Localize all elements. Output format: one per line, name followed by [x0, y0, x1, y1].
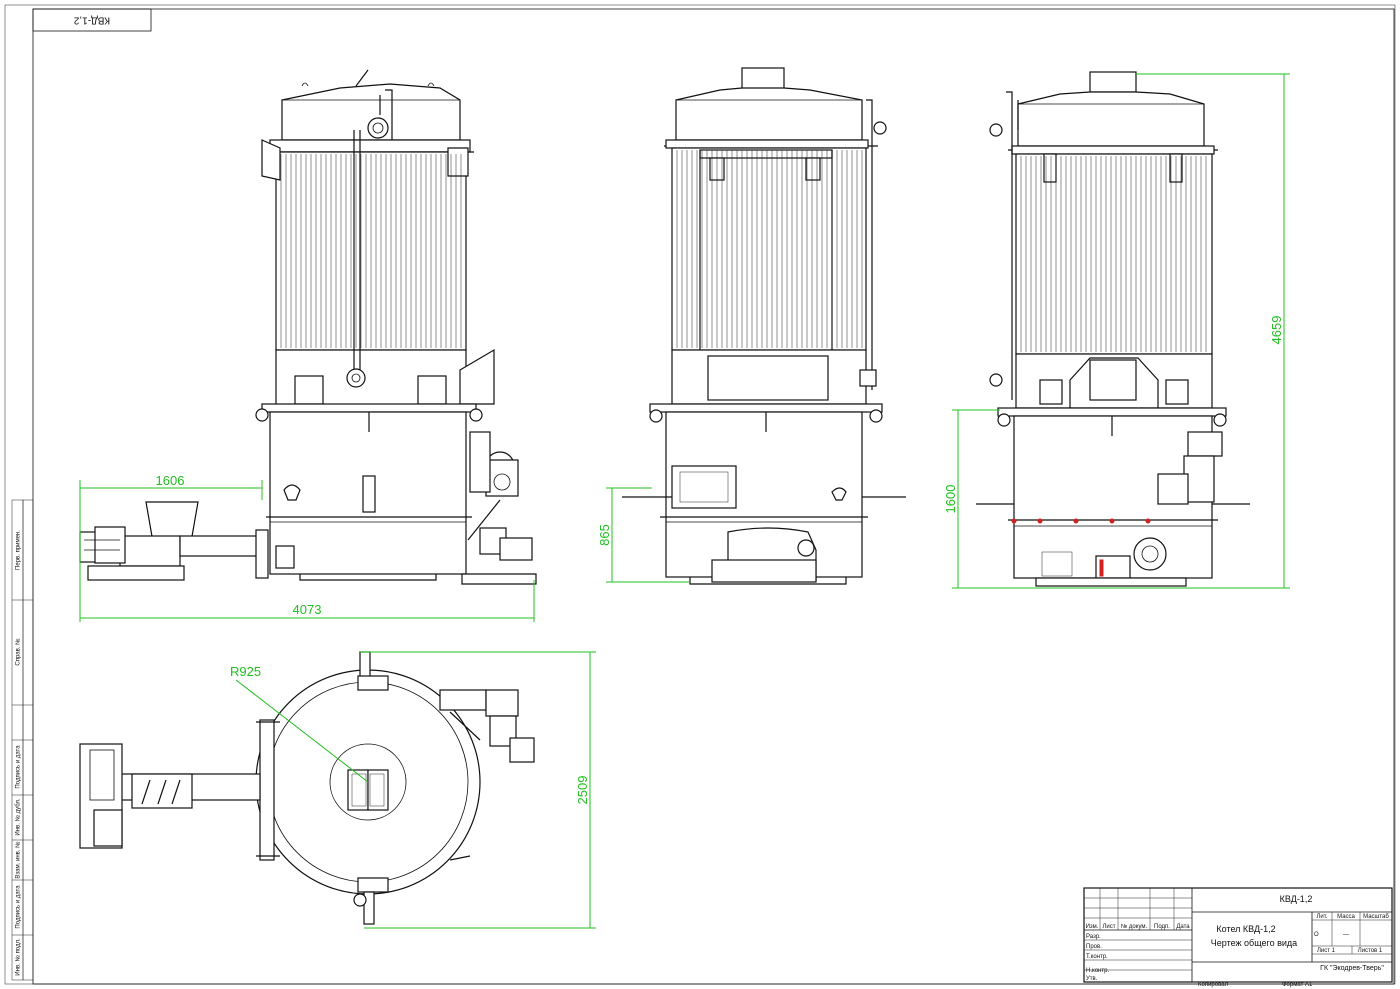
col-doc: № докум.	[1121, 923, 1148, 930]
corner-stamp-box	[32, 8, 152, 32]
title-name-1: Котел КВД-1,2	[1216, 924, 1275, 934]
right-dimensions: 1600 4659	[943, 73, 1290, 589]
corner-stamp: КВД-1,2	[73, 14, 110, 25]
side-label-3: Подпись и дата	[16, 745, 22, 789]
label-sheet: Лист 1	[1317, 948, 1336, 954]
side-view	[622, 67, 906, 585]
col-list: Лист	[1102, 924, 1115, 930]
plan-view	[79, 651, 535, 925]
side-strip: Перв. примен. Справ. № Подпись и дата Ин…	[11, 499, 34, 981]
dim-front-screw: 1606	[156, 473, 185, 488]
side-label-6: Подпись и дата	[16, 885, 22, 929]
label-scale: Масштаб	[1363, 914, 1389, 920]
row-razr: Разр.	[1086, 934, 1101, 940]
label-lit: Лит.	[1316, 914, 1327, 920]
front-dimensions: 1606 4073	[79, 473, 535, 622]
col-date: Дата	[1176, 924, 1190, 930]
mark-o: О	[1314, 932, 1319, 938]
side-label-4: Инв. № дубл.	[15, 798, 22, 835]
dim-plan-width: 2509	[575, 776, 590, 805]
side-label-2: Справ. №	[15, 638, 22, 665]
row-nkontr: Н.контр.	[1086, 968, 1109, 974]
row-utv: Утв.	[1086, 976, 1098, 982]
side-dimensions: 865	[597, 487, 690, 583]
dim-side-burner: 865	[597, 524, 612, 546]
side-label-7: Инв. № подл.	[15, 938, 22, 976]
dim-right-total: 4659	[1269, 316, 1284, 345]
title-designation: КВД-1,2	[1280, 894, 1313, 904]
title-name-2: Чертеж общего вида	[1211, 938, 1297, 948]
scale-value: —	[1343, 932, 1349, 938]
row-tkontr: Т.контр.	[1086, 954, 1108, 960]
format-label: Формат А1	[1282, 982, 1313, 988]
dim-right-base: 1600	[943, 485, 958, 514]
col-sign: Подп.	[1154, 924, 1170, 930]
label-mass: Масса	[1337, 914, 1355, 920]
right-view	[976, 71, 1250, 587]
side-label-5: Взам. инв. №	[15, 841, 22, 878]
dim-plan-radius: R925	[230, 664, 261, 679]
side-label-1: Перв. примен.	[16, 530, 22, 570]
row-prov: Пров.	[1086, 944, 1102, 950]
drawing-frame	[32, 8, 1395, 985]
title-block: КВД-1,2 Котел КВД-1,2 Чертеж общего вида…	[1083, 887, 1393, 988]
dim-front-total: 4073	[293, 602, 322, 617]
org-name: ГК "Экодрев-Тверь"	[1320, 965, 1384, 972]
plan-dimensions: R925 2509	[230, 651, 596, 929]
front-view	[79, 69, 537, 585]
col-izm: Изм.	[1086, 924, 1099, 930]
copied-label: Копировал	[1198, 982, 1229, 988]
label-sheets: Листов 1	[1358, 948, 1383, 954]
